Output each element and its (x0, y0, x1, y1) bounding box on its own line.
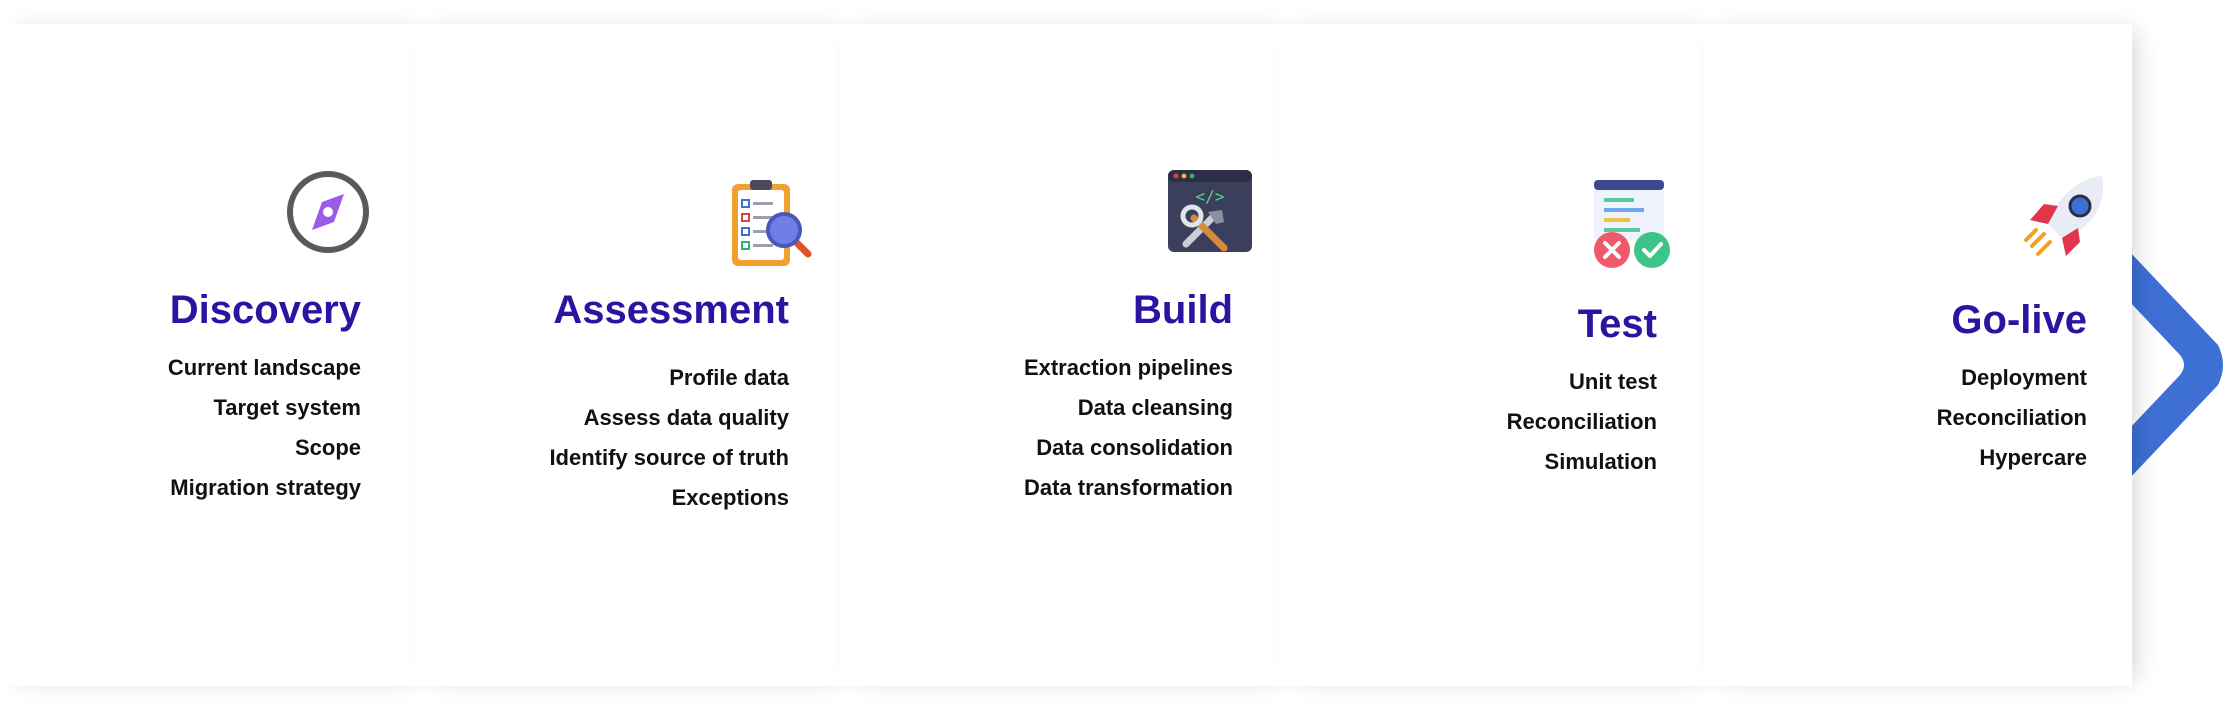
stage-build: Build Extraction pipelines Data cleansin… (1024, 286, 1233, 508)
stage-panel-assessment (412, 24, 840, 686)
stage-panel-build (840, 24, 1276, 686)
stage-item: Hypercare (1979, 445, 2087, 470)
stage-title: Discovery (169, 288, 361, 332)
stage-item: Extraction pipelines (1023, 355, 1233, 380)
stage-item-list: Current landscape Target system Scope Mi… (168, 348, 361, 508)
stage-item: Target system (213, 395, 361, 420)
stage-item: Data consolidation (1036, 435, 1233, 460)
stage-item: Current landscape (167, 355, 361, 380)
stage-item-list: Deployment Reconciliation Hypercare (1937, 358, 2087, 478)
svg-text:</>: </> (1196, 187, 1225, 206)
code-tools-icon: </> (1164, 164, 1260, 260)
stage-panel-go-live (1704, 24, 2132, 686)
stage-panel-discovery (0, 24, 412, 686)
stage-test: Test Unit test Reconciliation Simulation (1507, 300, 1657, 482)
stage-assessment: Assessment Profile data Assess data qual… (549, 286, 789, 518)
stage-go-live: Go-live Deployment Reconciliation Hyperc… (1937, 296, 2087, 478)
stage-item: Simulation (1544, 449, 1657, 474)
stage-item-list: Unit test Reconciliation Simulation (1507, 362, 1657, 482)
stage-item-list: Extraction pipelines Data cleansing Data… (1024, 348, 1233, 508)
stage-title: Test (1577, 302, 1657, 346)
stage-title: Go-live (1951, 298, 2087, 342)
stage-title: Assessment (553, 288, 789, 332)
rocket-icon (2018, 172, 2114, 268)
stage-item: Reconciliation (1506, 409, 1657, 434)
stage-item: Data transformation (1023, 475, 1233, 500)
clipboard-magnifier-icon (722, 178, 818, 274)
stage-item: Exceptions (671, 485, 789, 510)
stage-item: Assess data quality (583, 405, 789, 430)
stage-panel-test (1276, 24, 1704, 686)
stage-item: Scope (294, 435, 361, 460)
stage-item: Identify source of truth (549, 445, 789, 470)
stage-item: Data cleansing (1077, 395, 1233, 420)
test-pass-fail-icon (1584, 176, 1680, 272)
stage-item-list: Profile data Assess data quality Identif… (549, 358, 789, 518)
stage-item: Deployment (1961, 365, 2087, 390)
stage-item: Unit test (1569, 369, 1657, 394)
stage-item: Profile data (669, 365, 789, 390)
stage-item: Migration strategy (170, 475, 361, 500)
compass-icon (280, 164, 376, 260)
stage-title: Build (1133, 288, 1233, 332)
stage-discovery: Discovery Current landscape Target syste… (168, 286, 361, 508)
chevron-arrow-5 (2128, 250, 2223, 480)
stage-item: Reconciliation (1936, 405, 2087, 430)
